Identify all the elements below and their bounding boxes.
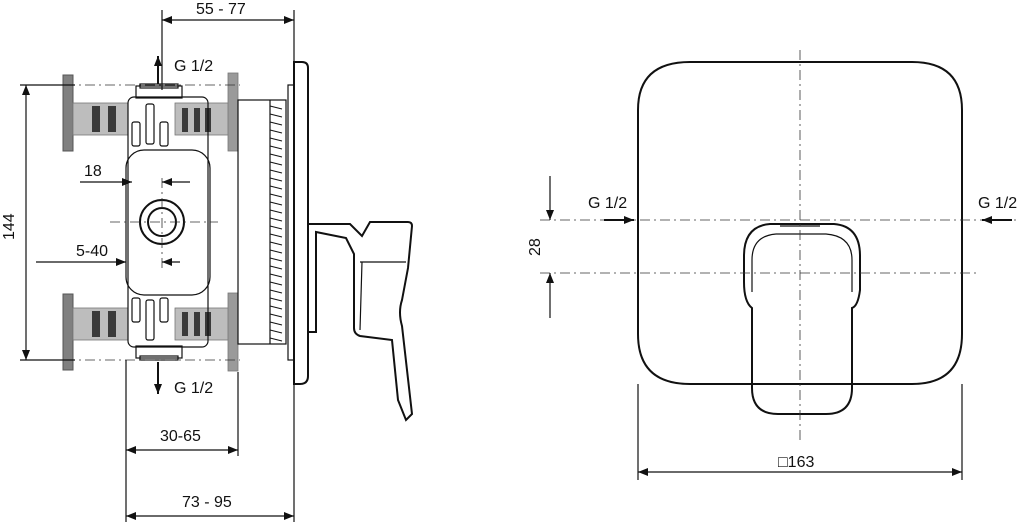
cover-plate-side: [293, 61, 309, 385]
dim-center-label: 18: [84, 163, 102, 180]
outlet-top-label: G 1/2: [174, 58, 213, 75]
stem-bottom: [72, 292, 239, 372]
flange-bottom: [62, 293, 74, 371]
dim-body: 30-65: [125, 360, 239, 522]
inlet-left-label: G 1/2: [588, 195, 627, 212]
cover-plate-front: [637, 61, 963, 385]
outlet-bottom: G 1/2: [154, 362, 213, 397]
inlet-left: G 1/2: [588, 195, 634, 224]
flange-top: [62, 74, 74, 152]
dim-top-label: 55 - 77: [196, 1, 246, 18]
dim-total-label: 73 - 95: [182, 494, 232, 511]
dim-offset-label: 28: [527, 238, 544, 256]
dim-depth-range-label: 5-40: [76, 243, 108, 260]
dim-total: 73 - 95: [126, 384, 295, 522]
threaded-sleeve: [237, 99, 287, 345]
dim-plate: □163: [637, 384, 963, 480]
outlet-bottom-label: G 1/2: [174, 380, 213, 397]
lever-handle-front: [743, 223, 861, 415]
outlet-top: G 1/2: [154, 56, 213, 84]
dim-offset: 28: [527, 176, 554, 318]
dim-depth-range: 5-40: [36, 243, 180, 266]
front-view: 28 G 1/2 G 1/2 □163: [527, 50, 1020, 480]
dim-height-label: 144: [1, 213, 18, 240]
valve-core: [125, 149, 211, 296]
inlet-right-label: G 1/2: [978, 195, 1017, 212]
dim-height: 144: [1, 84, 75, 361]
dim-top: 55 - 77: [161, 1, 295, 90]
stem-top: [72, 72, 239, 152]
inlet-right: G 1/2: [978, 195, 1017, 224]
dim-body-label: 30-65: [160, 428, 201, 445]
side-view: 55 - 77 G 1/2: [1, 1, 414, 522]
valve-body: [127, 96, 209, 348]
lever-handle-side: [308, 221, 414, 422]
dim-center: 18: [80, 163, 190, 186]
dim-plate-label: □163: [778, 454, 814, 471]
